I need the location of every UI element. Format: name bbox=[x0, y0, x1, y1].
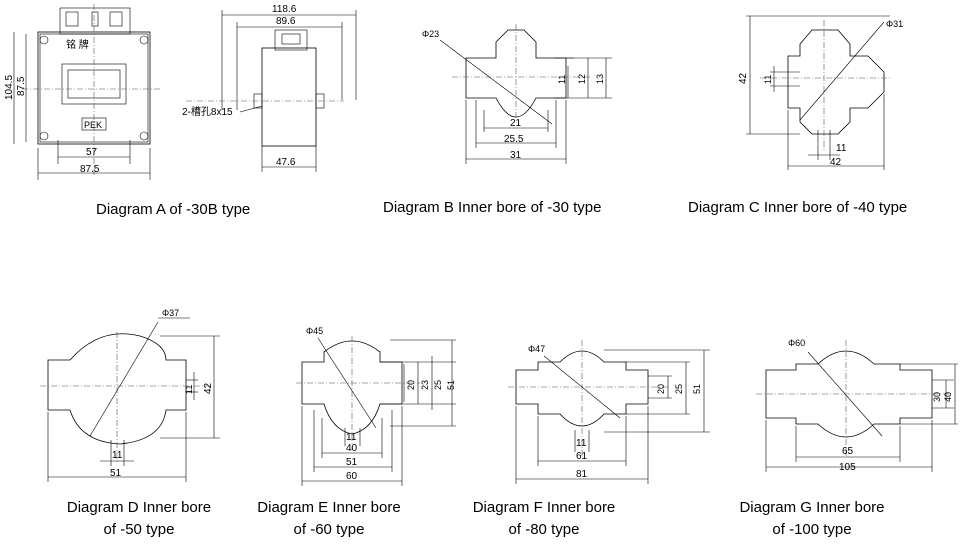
caption-diagram-d-line1: Diagram D Inner bore bbox=[66, 499, 212, 516]
dim-g-dia: Φ60 bbox=[788, 338, 805, 348]
dim-e-60: 60 bbox=[346, 471, 358, 482]
dim-f-61: 61 bbox=[576, 451, 588, 462]
dim-b-21: 21 bbox=[510, 118, 522, 129]
dim-f-11: 11 bbox=[576, 438, 587, 449]
dim-b-31: 31 bbox=[510, 150, 522, 161]
caption-diagram-a: Diagram A of -30B type bbox=[96, 201, 251, 218]
dim-d-11w: 11 bbox=[112, 450, 123, 461]
caption-diagram-f-line1: Diagram F Inner bore bbox=[472, 499, 616, 516]
dim-c-11h: 11 bbox=[763, 75, 773, 84]
diagram-d-bore-50: Φ37 11 42 11 51 bbox=[40, 308, 220, 482]
caption-diagram-c: Diagram C Inner bore of -40 type bbox=[688, 199, 908, 216]
dim-b-11: 11 bbox=[557, 75, 567, 84]
dim-g-30: 30 bbox=[932, 392, 942, 402]
caption-diagram-e: Diagram E Inner bore of -60 type bbox=[244, 497, 414, 541]
diagram-c-bore-40: Φ31 42 11 11 42 bbox=[738, 15, 903, 170]
dim-a-height-104-5: 104.5 bbox=[4, 75, 15, 100]
caption-diagram-f: Diagram F Inner bore of -80 type bbox=[459, 497, 629, 541]
caption-diagram-b: Diagram B Inner bore of -30 type bbox=[383, 199, 602, 216]
dim-f-20: 20 bbox=[656, 384, 666, 394]
dim-f-dia: Φ47 bbox=[528, 344, 545, 354]
caption-diagram-e-line1: Diagram E Inner bore bbox=[257, 499, 401, 516]
dim-a-side-89-6: 89.6 bbox=[276, 16, 296, 27]
dim-b-25-5: 25.5 bbox=[504, 134, 524, 145]
caption-diagram-g-line1: Diagram G Inner bore bbox=[739, 499, 885, 516]
diagram-g-bore-100: Φ60 30 40 65 105 bbox=[756, 338, 958, 473]
nameplate-label: 铭 牌 bbox=[66, 38, 89, 51]
dim-e-11: 11 bbox=[346, 432, 357, 443]
diagram-b-bore-30: Φ23 11 12 13 21 25.5 31 bbox=[422, 24, 612, 164]
dim-d-dia: Φ37 bbox=[162, 308, 179, 318]
dim-g-40: 40 bbox=[943, 392, 953, 402]
dim-b-13: 13 bbox=[595, 74, 605, 84]
caption-diagram-g: Diagram G Inner bore of -100 type bbox=[727, 497, 897, 541]
dim-b-dia: Φ23 bbox=[422, 29, 439, 39]
dim-f-81: 81 bbox=[576, 469, 588, 480]
diagram-a-side-view: 118.6 89.6 2-槽孔8x15 47.6 bbox=[182, 4, 357, 172]
dim-b-12: 12 bbox=[577, 74, 587, 84]
dim-a-width-57: 57 bbox=[86, 147, 98, 158]
dim-c-dia: Φ31 bbox=[886, 19, 903, 29]
diagram-f-bore-80: Φ47 20 25 51 11 61 81 bbox=[508, 340, 710, 484]
brand-logo: PEK bbox=[84, 120, 102, 130]
dim-c-42h: 42 bbox=[738, 72, 749, 84]
caption-diagram-g-line2: of -100 type bbox=[772, 521, 852, 538]
dim-f-51: 51 bbox=[692, 384, 702, 394]
dim-e-25: 25 bbox=[433, 380, 443, 390]
dim-f-25: 25 bbox=[674, 384, 684, 394]
dim-c-11w: 11 bbox=[836, 143, 847, 154]
dim-c-42w: 42 bbox=[830, 157, 842, 168]
dim-a-width-87-5: 87.5 bbox=[80, 164, 100, 175]
dim-e-40: 40 bbox=[346, 443, 358, 454]
dim-e-dia: Φ45 bbox=[306, 326, 323, 336]
dim-a-side-118-6: 118.6 bbox=[272, 4, 297, 15]
diagram-a-front-view: 铭 牌 PEK 57 87.5 104.5 87.5 bbox=[4, 4, 160, 180]
dim-g-65: 65 bbox=[842, 446, 854, 457]
dim-e-23: 23 bbox=[420, 380, 430, 390]
caption-diagram-f-line2: of -80 type bbox=[508, 521, 580, 538]
dim-g-105: 105 bbox=[839, 462, 856, 473]
dim-a-side-47-6: 47.6 bbox=[276, 157, 296, 168]
dim-e-20: 20 bbox=[406, 380, 416, 390]
caption-diagram-d: Diagram D Inner bore of -50 type bbox=[54, 497, 224, 541]
dim-e-51: 51 bbox=[446, 380, 456, 390]
dim-d-11h: 11 bbox=[184, 385, 194, 394]
dim-e-51w: 51 bbox=[346, 457, 358, 468]
dim-d-51: 51 bbox=[110, 468, 122, 479]
caption-diagram-d-line2: of -50 type bbox=[103, 521, 175, 538]
diagram-e-bore-60: Φ45 20 23 25 51 11 40 51 60 bbox=[296, 326, 456, 486]
caption-diagram-e-line2: of -60 type bbox=[293, 521, 365, 538]
dim-d-42: 42 bbox=[203, 382, 214, 394]
slot-label: 2-槽孔8x15 bbox=[182, 105, 233, 118]
dim-a-height-87-5: 87.5 bbox=[16, 76, 27, 96]
